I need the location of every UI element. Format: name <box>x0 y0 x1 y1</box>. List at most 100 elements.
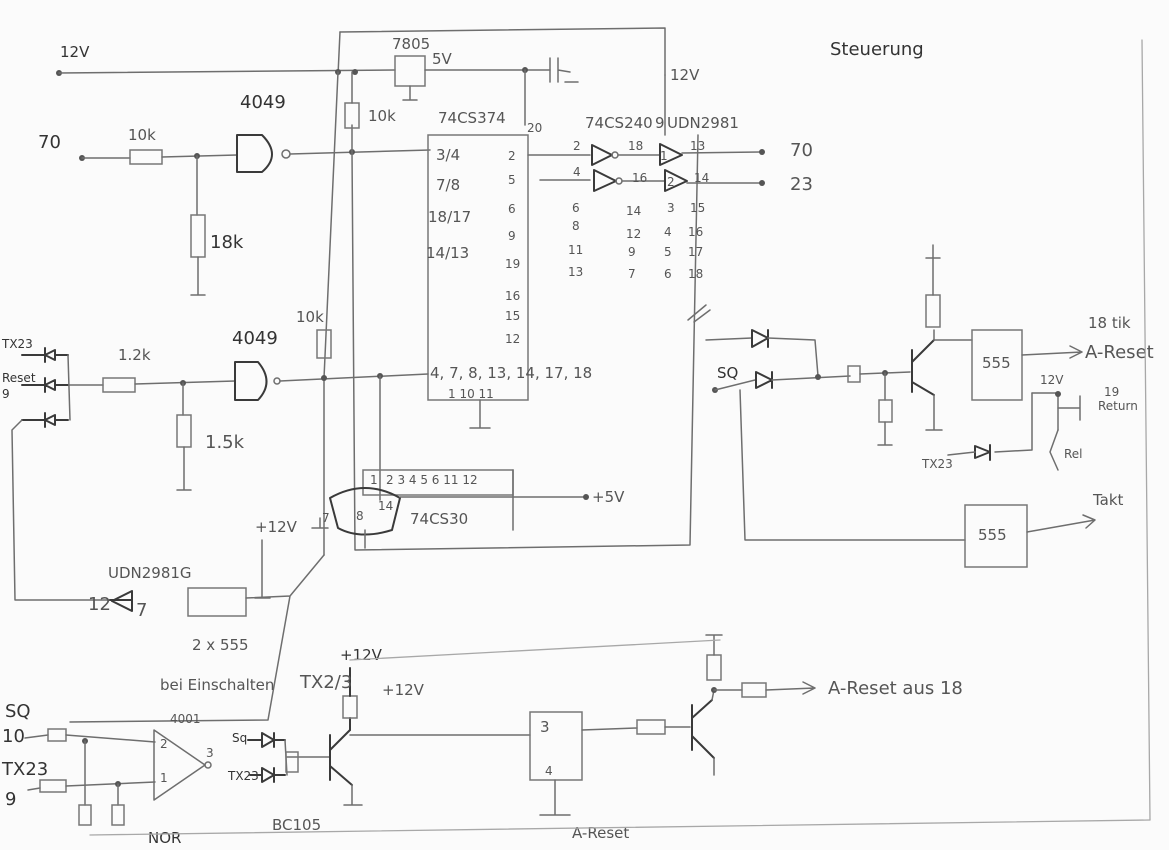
gate-pin-7: 7 <box>322 511 330 525</box>
label-in70: 70 <box>38 132 61 153</box>
regulator-7805 <box>394 55 426 87</box>
wire-sq-nor <box>65 734 156 743</box>
latch-out-6: 16 <box>505 289 520 303</box>
gate-pin-8: 8 <box>356 509 364 523</box>
label-tx23-d: TX23 <box>227 769 259 783</box>
diode-reset-a <box>21 377 69 393</box>
label-7805: 7805 <box>392 35 430 53</box>
label-12v-tr-a: +12V <box>340 646 383 664</box>
bus-hash <box>687 304 711 323</box>
label-udn-pin9: 9 <box>655 114 665 132</box>
wire-pin10 <box>24 734 49 739</box>
gate-4049-mid <box>234 361 268 401</box>
drv-out-6: 18 <box>688 267 703 281</box>
ground-1-5k <box>176 446 192 491</box>
wire-555-loop <box>69 554 325 723</box>
drv-out-1: 13 <box>690 139 705 153</box>
resistor-18k <box>190 214 206 258</box>
counter-pin4: 4 <box>545 764 553 778</box>
latch-out-5: 19 <box>505 257 520 271</box>
label-12v-right: 12V <box>670 66 700 84</box>
wire-diode-join <box>284 739 331 776</box>
buf-in-2: 4 <box>573 165 581 179</box>
latch-out-3: 6 <box>508 202 516 216</box>
resistor-10k-mid <box>316 329 332 359</box>
resistor-1-2k <box>102 377 136 393</box>
label-r10k-in: 10k <box>128 126 156 144</box>
resistor-1-5k <box>176 414 192 448</box>
junction-rail-b <box>352 69 358 75</box>
ground-bc105 <box>343 784 363 806</box>
resistor-diode <box>285 751 299 773</box>
terminal-5v <box>583 494 589 500</box>
resistor-sq <box>47 728 67 742</box>
label-takt: Takt <box>1092 491 1124 509</box>
resistor-nor-b <box>111 804 125 826</box>
drv-in-4: 4 <box>664 225 672 239</box>
label-12v-tr-b: +12V <box>382 681 425 699</box>
transistor-bottom <box>691 699 715 759</box>
latch-bottom-pins: 4, 7, 8, 13, 14, 17, 18 <box>430 364 592 382</box>
label-a-reset-bottom: A-Reset <box>572 824 629 842</box>
nor-pin3: 3 <box>206 746 214 760</box>
label-udn2981: UDN2981 <box>667 114 739 132</box>
capacitor-5v <box>549 57 579 83</box>
label-rel: Rel <box>1064 447 1083 461</box>
wire-diode-or <box>67 354 104 421</box>
label-tx2-3: TX2/3 <box>299 672 352 693</box>
label-2x555: 2 x 555 <box>192 636 249 654</box>
resistor-bottom-out <box>741 682 767 698</box>
page-title: Steuerung <box>830 39 924 60</box>
latch-in-1: 3/4 <box>436 146 460 164</box>
terminal-out70 <box>759 149 765 155</box>
regulator-ground <box>402 85 418 101</box>
nor-bubble <box>204 761 212 769</box>
diode-right-b <box>755 371 773 389</box>
driver-1 <box>659 143 683 166</box>
gate-4049-top <box>236 134 273 173</box>
wire-right-top <box>705 337 753 341</box>
label-12v-555: +12V <box>255 518 298 536</box>
label-sq-right: SQ <box>717 364 738 382</box>
label-out23: 23 <box>790 174 813 195</box>
buf-in-5: 11 <box>568 243 583 257</box>
label-a-reset-from: A-Reset aus 18 <box>828 678 963 699</box>
gate-bubble-top <box>281 149 291 159</box>
label-pin10: 10 <box>2 726 25 747</box>
driver-pin7: 7 <box>136 600 147 621</box>
wire-rel-12v <box>1031 392 1059 431</box>
ground-base <box>877 421 893 446</box>
label-nor: NOR <box>148 829 181 847</box>
label-r10k-up: 10k <box>368 107 396 125</box>
latch-in-2: 7/8 <box>436 176 460 194</box>
buf-in-1: 2 <box>573 139 581 153</box>
latch-74cs374 <box>427 134 529 401</box>
drv-in-1: 1 <box>660 149 668 163</box>
buffer-2 <box>593 169 617 192</box>
frame-left-upper <box>337 31 341 76</box>
buf-out-3: 14 <box>626 204 641 218</box>
drv-in-5: 5 <box>664 245 672 259</box>
latch-ground <box>469 399 491 429</box>
resistor-collector <box>925 294 941 328</box>
label-555-b: 555 <box>978 526 1007 544</box>
frame-faint-right <box>1141 39 1151 821</box>
label-555-a: 555 <box>982 354 1011 372</box>
wire-nine <box>27 787 41 791</box>
drv-out-4: 16 <box>688 225 703 239</box>
transistor-right-leads <box>925 329 943 431</box>
label-tx23-b: TX23 <box>921 457 953 471</box>
driver-udn2981g <box>109 590 133 612</box>
wire-diode-a <box>767 337 819 377</box>
label-bc105: BC105 <box>272 816 321 834</box>
driver-2 <box>664 169 688 192</box>
counter-ground <box>539 779 571 816</box>
diode-tx23-d <box>249 767 286 783</box>
gate-pin-b: 2 3 4 5 6 11 12 <box>386 473 478 487</box>
wire-return <box>1057 395 1081 421</box>
frame-faint-top <box>349 639 721 661</box>
label-74cs374: 74CS374 <box>438 109 506 127</box>
label-4049-top: 4049 <box>240 92 286 113</box>
diode-tx23-a <box>21 347 69 363</box>
bus-frame <box>351 134 699 551</box>
